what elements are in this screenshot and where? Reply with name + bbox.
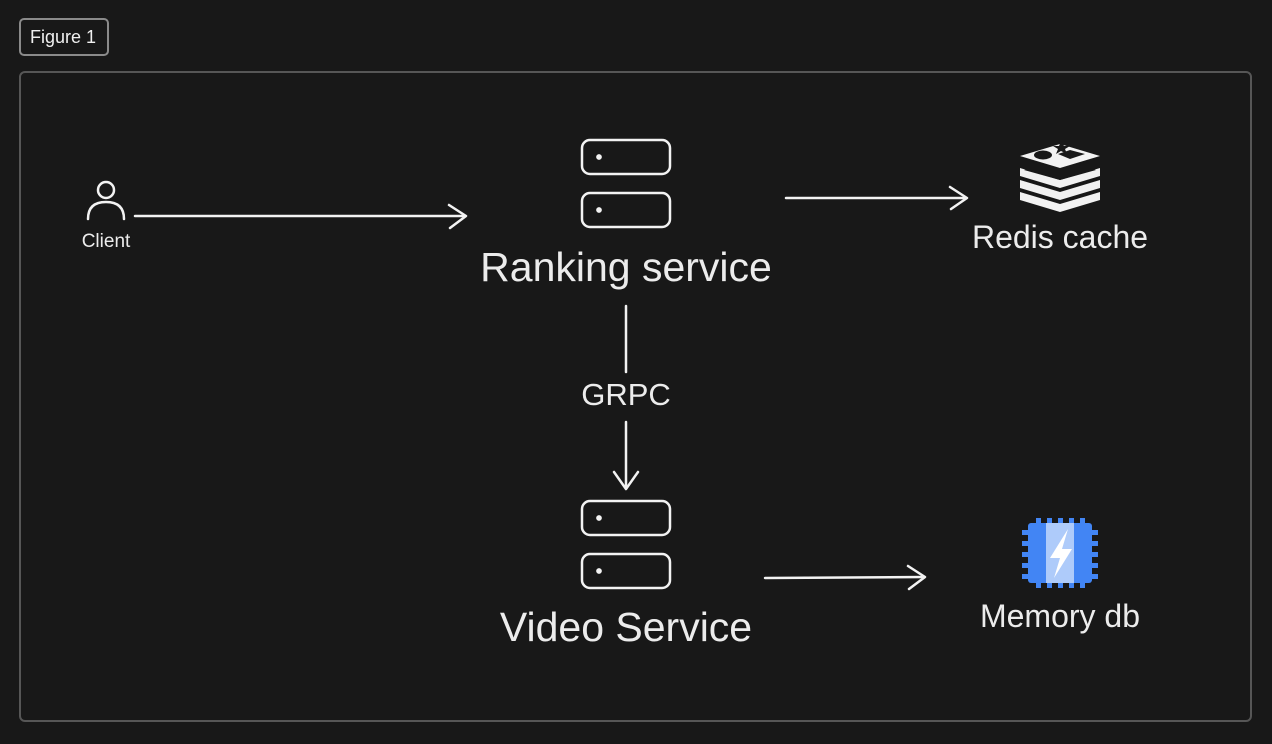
arrow-ranking-to-video bbox=[612, 304, 640, 491]
client-label: Client bbox=[81, 231, 131, 252]
figure-frame bbox=[19, 71, 1252, 722]
grpc-edge-label: GRPC bbox=[581, 377, 671, 412]
figure-frame-label[interactable]: Figure 1 bbox=[19, 18, 109, 56]
memorystore-icon[interactable] bbox=[1022, 518, 1098, 588]
arrow-client-to-ranking bbox=[133, 203, 468, 230]
user-icon[interactable] bbox=[86, 180, 126, 221]
video-service-label: Video Service bbox=[499, 604, 753, 650]
ranking-service-server-icon[interactable] bbox=[580, 138, 672, 229]
ranking-service-label: Ranking service bbox=[480, 244, 772, 290]
redis-icon[interactable] bbox=[1020, 141, 1100, 212]
memory-db-label: Memory db bbox=[979, 598, 1141, 634]
video-service-server-icon[interactable] bbox=[580, 499, 672, 590]
arrow-ranking-to-redis bbox=[784, 185, 969, 211]
arrow-video-to-memorydb bbox=[763, 564, 927, 591]
redis-cache-label: Redis cache bbox=[971, 219, 1149, 255]
